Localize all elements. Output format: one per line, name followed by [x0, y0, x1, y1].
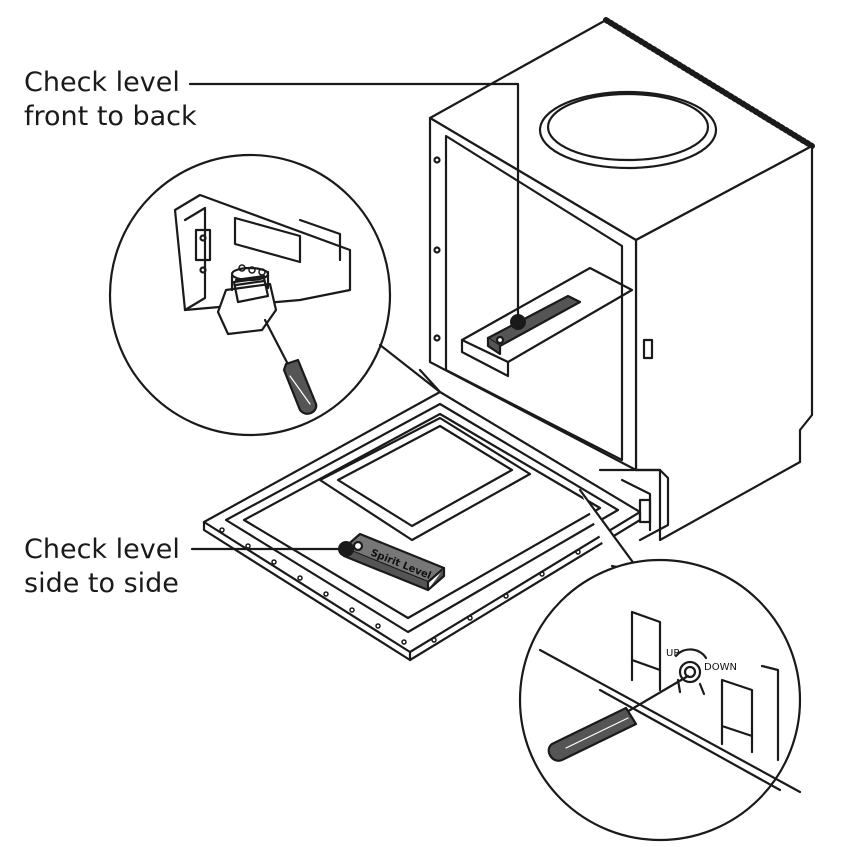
callout-side-to-side-line1: Check level — [24, 534, 180, 565]
adjuster-up-label: UP — [666, 648, 679, 659]
callout-front-to-back: Check level front to back — [24, 66, 197, 134]
spirit-level-door: Spirit Level — [342, 532, 446, 592]
dishwasher-cabinet — [428, 17, 815, 542]
callout-leaders — [188, 82, 526, 557]
callout-side-to-side: Check level side to side — [24, 533, 180, 601]
zoom-detail-leveling-leg — [108, 153, 442, 437]
leader-front-to-back — [188, 82, 520, 324]
dishwasher-door — [202, 390, 642, 662]
adjuster-down-label: DOWN — [704, 662, 737, 673]
spirit-level-rack — [486, 294, 582, 356]
zoom-detail-rear-adjuster: UP DOWN — [518, 488, 802, 842]
callout-front-to-back-line1: Check level — [24, 67, 180, 98]
callout-side-to-side-line2: side to side — [24, 568, 179, 599]
callout-front-to-back-line2: front to back — [24, 101, 197, 132]
